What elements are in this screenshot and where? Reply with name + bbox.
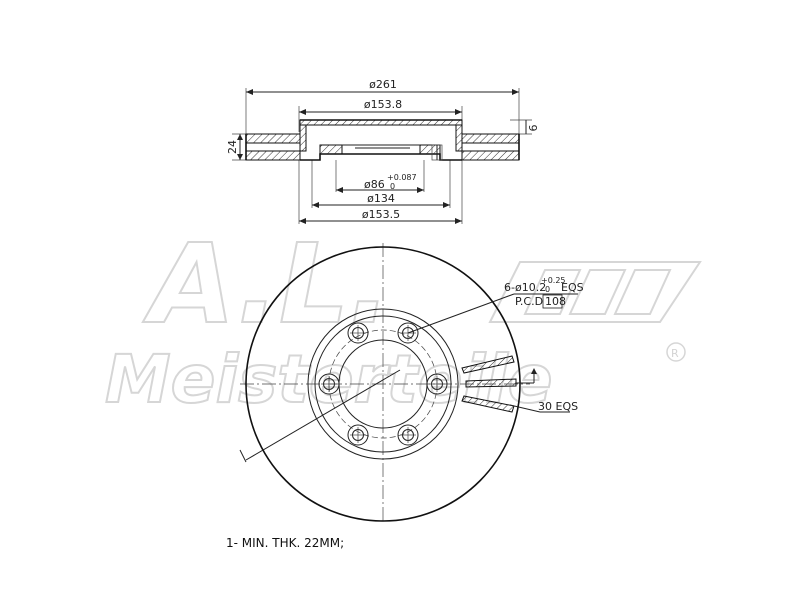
front-annotations: 6-ø10.2 +0.25 0 EQS P.C.D 108 30 EQS	[504, 276, 584, 413]
section-dimensions: ø261 ø153.8 24 6 ø86 +0.087 0 ø134 ø153.…	[226, 78, 540, 221]
holes-tol-upper: +0.25	[541, 276, 566, 285]
cooling-vents	[461, 355, 517, 413]
disc-outer-edge	[245, 246, 521, 522]
dim-hub-diameter: ø134	[367, 192, 395, 205]
dim-hat-diameter: ø153.5	[362, 208, 400, 221]
dim-centre-bore: ø86	[364, 178, 385, 191]
min-thickness-note: 1- MIN. THK. 22MM;	[226, 536, 344, 550]
vents-label: 30 EQS	[538, 400, 578, 413]
registered-mark-icon	[666, 342, 686, 362]
holes-leader	[407, 293, 515, 334]
pcd-value: 108	[545, 295, 566, 308]
section-leader	[245, 369, 401, 461]
section-view	[232, 88, 532, 224]
dim-thickness: 24	[226, 140, 239, 154]
pcd-box	[542, 294, 563, 309]
dim-centre-bore-tol-upper: +0.087	[387, 173, 417, 182]
dim-outer-diameter: ø261	[369, 78, 397, 91]
bolt-holes	[318, 322, 448, 446]
registered-mark: R	[671, 347, 679, 360]
front-view	[239, 243, 578, 522]
holes-prefix: 6-ø10.2	[504, 281, 546, 294]
dim-hat-depth: 6	[527, 125, 540, 132]
pcd-label: P.C.D	[515, 295, 543, 308]
holes-suffix: EQS	[561, 281, 584, 294]
holes-tol-lower: 0	[545, 285, 550, 294]
dim-disc-diameter: ø153.8	[364, 98, 402, 111]
dim-centre-bore-tol-lower: 0	[390, 182, 395, 191]
hub-circle	[314, 315, 452, 453]
hat-outer-circle	[307, 308, 459, 460]
watermark-brand: A.L.	[142, 220, 391, 348]
vents-leader	[509, 404, 541, 413]
watermark-stripes-logo	[488, 261, 702, 323]
